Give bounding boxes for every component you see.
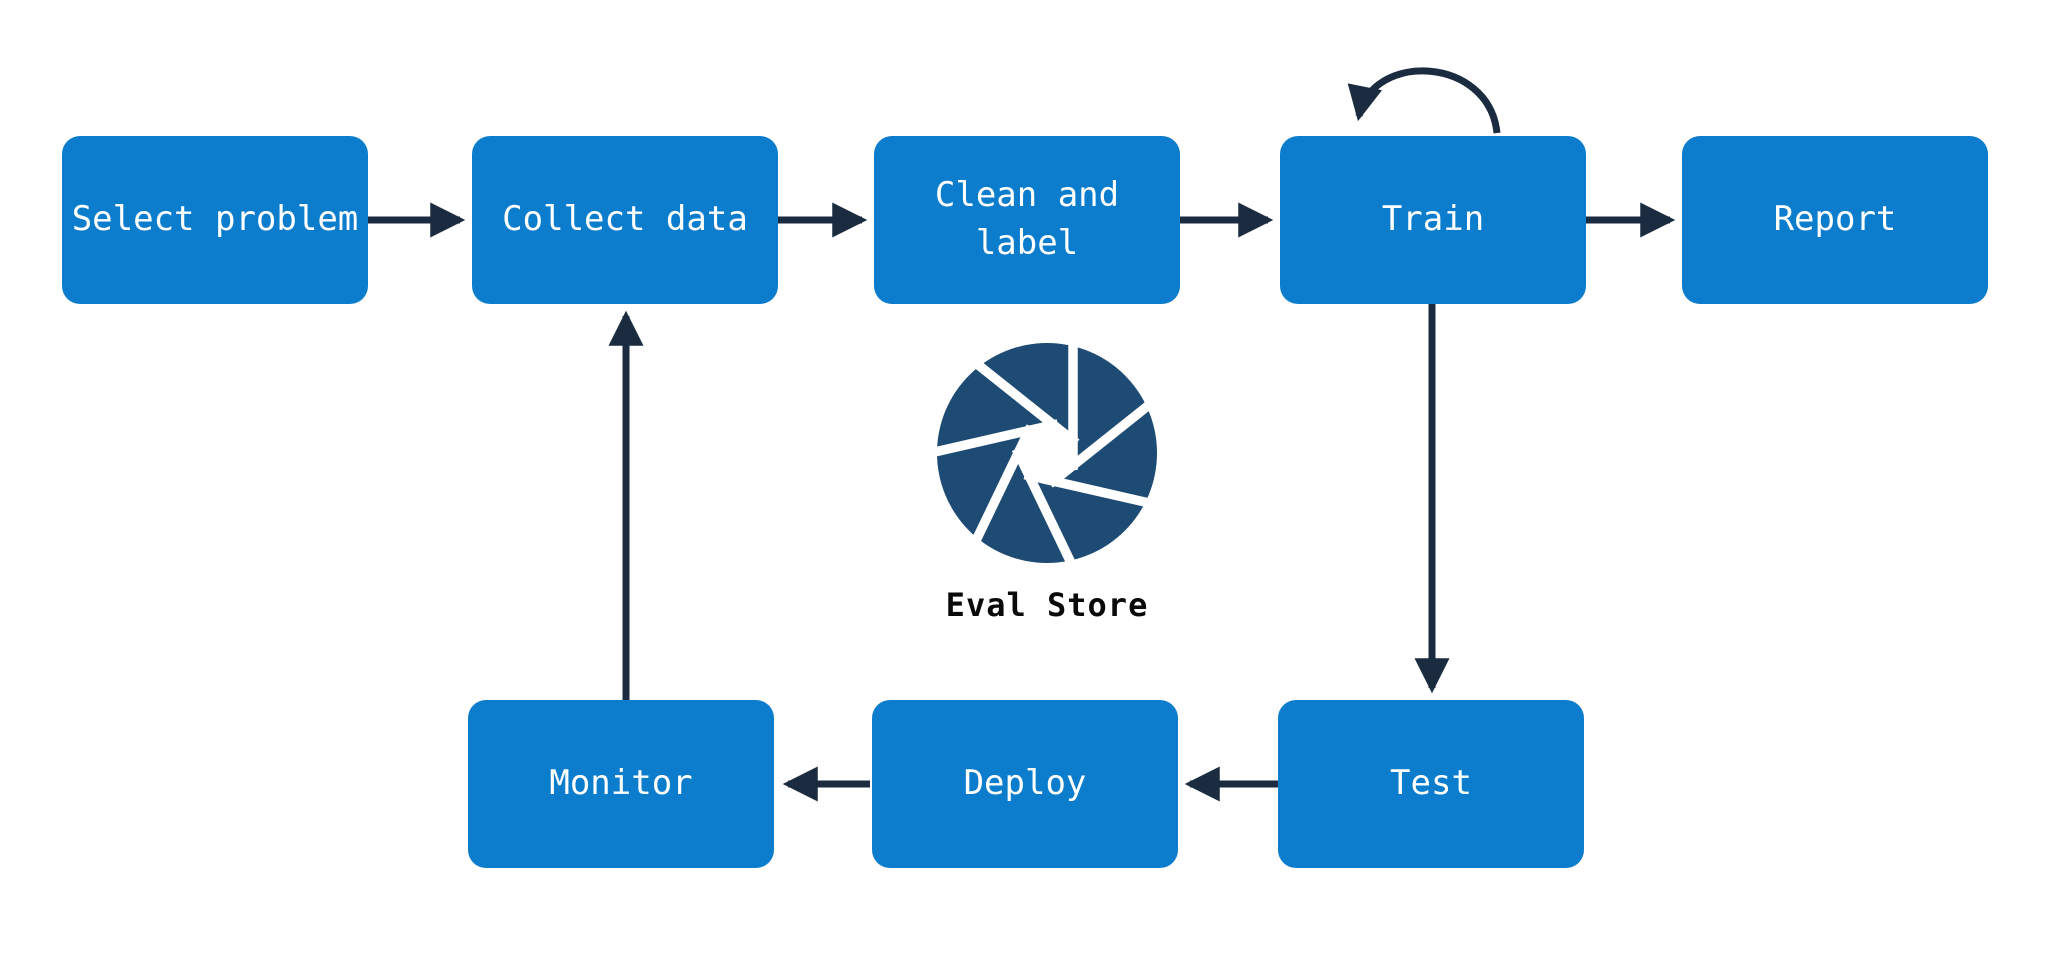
node-clean-and-label-label: Clean and label [934, 175, 1120, 263]
node-select-problem: Select problem [62, 136, 368, 304]
node-collect-data-label: Collect data [502, 199, 748, 240]
node-report-label: Report [1773, 199, 1897, 240]
edge-train-self-loop [1347, 67, 1501, 134]
aperture-icon [932, 338, 1162, 568]
node-deploy-label: Deploy [963, 763, 1087, 804]
node-test: Test [1278, 700, 1584, 868]
node-train: Train [1280, 136, 1586, 304]
node-train-label: Train [1381, 199, 1485, 240]
node-select-problem-label: Select problem [71, 199, 359, 240]
logo-label: Eval Store [945, 586, 1149, 624]
node-monitor: Monitor [468, 700, 774, 868]
node-deploy: Deploy [872, 700, 1178, 868]
node-report: Report [1682, 136, 1988, 304]
node-clean-and-label: Clean and label [874, 136, 1180, 304]
node-test-label: Test [1390, 763, 1472, 804]
node-collect-data: Collect data [472, 136, 778, 304]
node-monitor-label: Monitor [549, 763, 693, 804]
